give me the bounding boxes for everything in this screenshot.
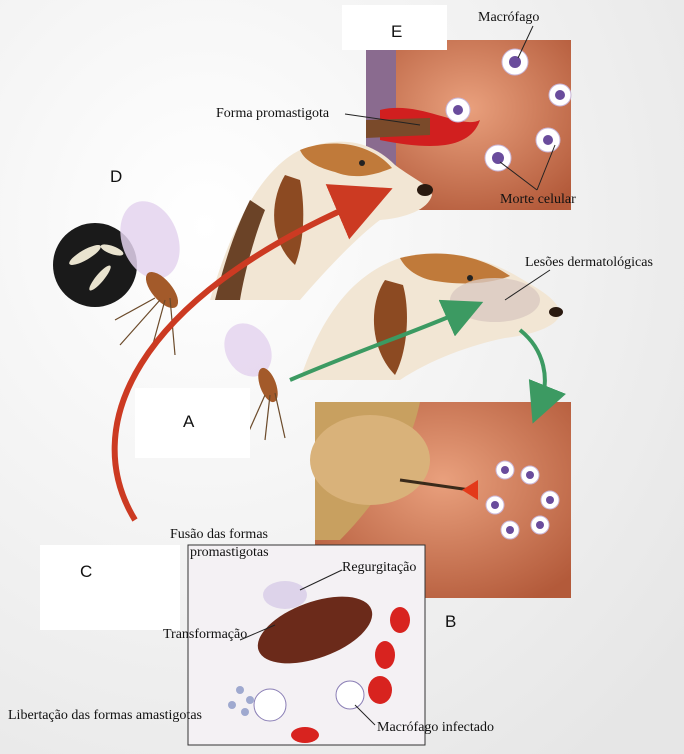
panel-letter-a: A xyxy=(183,412,194,432)
panel-letter-d: D xyxy=(110,167,122,187)
panel-letter-b: B xyxy=(445,612,456,632)
label-lesoes: Lesões dermatológicas xyxy=(525,255,653,271)
label-transformacao: Transformação xyxy=(163,627,247,643)
label-regurgitacao: Regurgitação xyxy=(342,560,416,576)
label-macrofago-infectado: Macrófago infectado xyxy=(377,720,494,736)
label-fusao-line1: Fusão das formas xyxy=(170,527,268,543)
label-fusao-line2: promastigotas xyxy=(190,545,269,561)
label-morte-celular: Morte celular xyxy=(500,192,576,208)
label-macrofago: Macrófago xyxy=(478,10,539,26)
label-libertacao: Libertação das formas amastigotas xyxy=(8,708,202,724)
label-forma-promastigota: Forma promastigota xyxy=(216,106,329,122)
label-box-c xyxy=(40,545,180,630)
panel-letter-e: E xyxy=(391,22,402,42)
panel-letter-c: C xyxy=(80,562,92,582)
